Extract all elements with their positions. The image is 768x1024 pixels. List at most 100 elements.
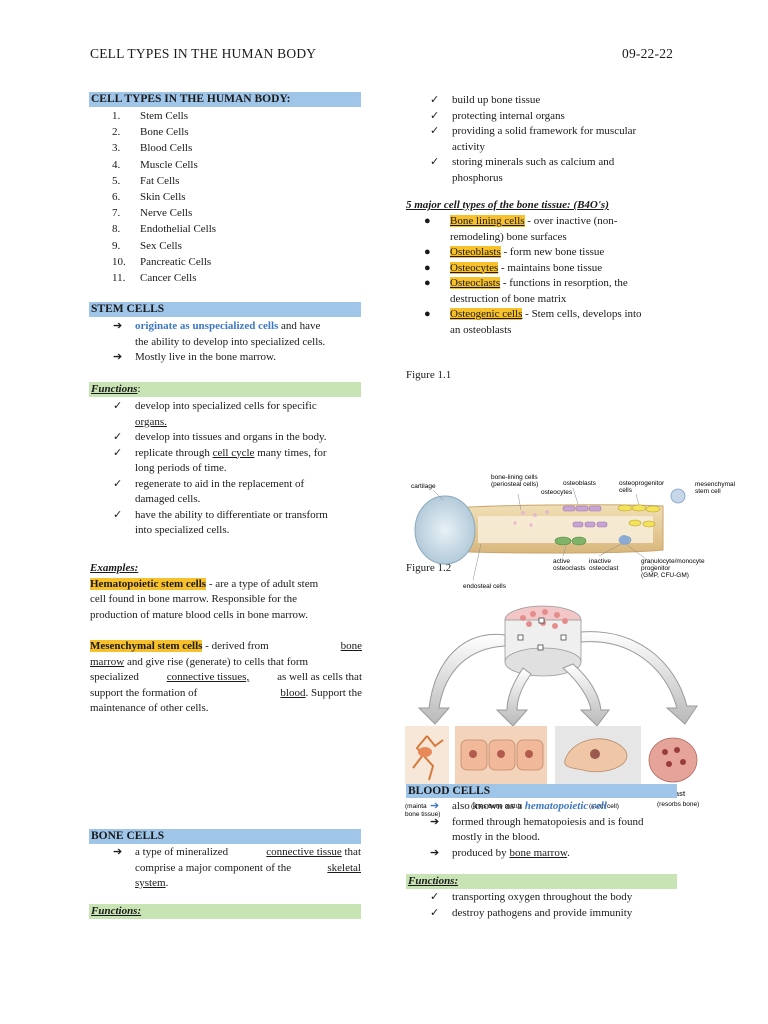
text-part: regenerate to aid in the replacement of — [135, 477, 305, 490]
stem-b2: Mostly live in the bone marrow. — [135, 351, 277, 363]
list-text: Osteoblasts - form new bone tissue — [450, 245, 680, 261]
blood-b3-u: bone marrow — [509, 846, 568, 859]
blood-b1a: also known as a — [452, 800, 525, 812]
figure-1-1-label: Figure 1.1 — [406, 369, 452, 381]
text-part: protecting internal organs — [452, 109, 565, 122]
text-part: build up bone tissue — [452, 94, 541, 106]
caption-bone-tissue: bone tissue) — [405, 811, 440, 818]
list-item: ✓ protecting internal organs — [430, 109, 678, 125]
msc-l4b: . Support the — [305, 686, 362, 699]
cell-types-heading-bar: CELL TYPES IN THE HUMAN BODY: — [89, 92, 361, 107]
curved-arrows — [417, 631, 698, 727]
functions-colon: : — [137, 383, 141, 395]
bone-cells-heading-bar: BONE CELLS — [89, 829, 361, 844]
bullet-icon: ● — [424, 261, 431, 274]
active-osteoclasts — [554, 536, 587, 546]
list-text: have the ability to differentiate or tra… — [135, 508, 361, 539]
msc-l1: - derived from — [202, 640, 269, 652]
bullet-icon: ● — [424, 308, 431, 320]
cartilage-shape — [414, 495, 476, 565]
granulocyte-cell-shape — [619, 535, 629, 545]
arrow-icon: ➔ — [113, 320, 123, 332]
list-text: protecting internal organs — [452, 109, 678, 125]
check-icon: ✓ — [430, 109, 440, 122]
list-item: 7.Nerve Cells — [112, 206, 352, 222]
label-endosteal: endosteal cells — [463, 583, 507, 590]
list-item: ✓transporting oxygen throughout the body — [430, 890, 678, 906]
msc-l2-u: marrow — [90, 655, 125, 668]
check-icon: ✓ — [113, 477, 123, 490]
label-progenitor: progenitor — [641, 565, 671, 572]
major-cell-types-list: ●Bone lining cells - over inactive (non-… — [424, 214, 680, 338]
list-number: 9. — [112, 239, 121, 252]
list-item: 1.Stem Cells — [112, 109, 352, 125]
list-number: 3. — [112, 142, 121, 155]
list-line: Osteoclasts - functions in resorption, t… — [450, 276, 680, 292]
list-number: 2. — [112, 126, 121, 139]
blood-b2b: mostly in the blood. — [452, 831, 540, 843]
bullet-icon: ● — [424, 277, 431, 289]
check-icon: ✓ — [430, 94, 440, 106]
blood-functions-list: ✓transporting oxygen throughout the body… — [430, 890, 678, 921]
list-item: 3. Blood Cells — [112, 141, 352, 157]
page-title: CELL TYPES IN THE HUMAN BODY — [90, 46, 317, 61]
list-label: Nerve Cells — [140, 207, 193, 220]
list-label: Pancreatic Cells — [140, 255, 212, 268]
page-date: 09-22-22 — [622, 46, 674, 61]
label-stem-cell: stem cell — [695, 488, 721, 495]
list-item: ✓have the ability to differentiate or tr… — [113, 508, 361, 539]
msc-l4a: support the formation of — [90, 686, 198, 699]
arrow-icon: ➔ — [430, 846, 440, 859]
arrow-icon: ➔ — [113, 351, 123, 363]
label-osteoblasts: osteoblasts — [563, 480, 597, 487]
list-item: 9.Sex Cells — [112, 239, 352, 255]
list-line: Osteocytes - maintains bone tissue — [450, 261, 680, 277]
label-gmp: (GMP, CFU-GM) — [641, 572, 689, 579]
list-label: Blood Cells — [140, 142, 193, 155]
bone-b3b: . — [165, 877, 169, 889]
list-item: ✓replicate through cell cycle many times… — [113, 446, 361, 477]
text-part: cell cycle — [212, 446, 255, 459]
blood-b2a: formed through hematopoiesis and is foun… — [452, 815, 644, 828]
check-icon: ✓ — [430, 156, 440, 168]
text-part: providing a solid framework for muscular — [452, 125, 637, 137]
list-item: ➔ also known as a hematopoietic cell — [430, 799, 678, 815]
bone-cells-bullets: ➔ a type of mineralized connective tissu… — [113, 845, 361, 892]
cell-panel-bone-lining — [455, 726, 547, 784]
bone-b2a: comprise a major component of the — [135, 861, 292, 874]
bone-functions-heading: Functions: — [91, 905, 142, 917]
stem-b1-cont: the ability to develop into specialized … — [135, 335, 326, 348]
bone-cell-term: Osteogenic cells — [450, 308, 523, 320]
stem-highlight: originate as unspecialized cells — [135, 320, 279, 332]
msc-l2: and give rise (generate) to cells that f… — [124, 655, 309, 668]
list-text: Osteocytes - maintains bone tissue — [450, 261, 680, 277]
major-heading-text: 5 major cell types of the bone tissue: (… — [406, 199, 609, 211]
list-item: ✓develop into tissues and organs in the … — [113, 430, 361, 446]
list-number: 4. — [112, 158, 121, 171]
bone-cell-term: Osteoblasts — [450, 246, 501, 258]
bone-b1-u: connective tissue — [266, 846, 342, 858]
list-item: ● Osteoclasts - functions in resorption, … — [424, 276, 680, 307]
bone-b3-u: system — [135, 877, 166, 889]
text-part: into specialized cells. — [135, 524, 230, 536]
osteoprogenitor-row — [617, 504, 661, 528]
bone-cell-desc-cont: destruction of bone matrix — [450, 292, 567, 305]
list-text: destroy pathogens and provide immunity — [452, 906, 633, 919]
major-heading: 5 major cell types of the bone tissue: (… — [406, 198, 609, 214]
blood-functions-heading: Functions: — [408, 875, 459, 887]
list-label: Muscle Cells — [140, 158, 198, 171]
stem-b1-rest: and have — [278, 320, 321, 332]
bone-cell-term: Bone lining cells — [450, 215, 525, 227]
list-text: develop into specialized cells for speci… — [135, 399, 361, 430]
list-text: develop into tissues and organs in the b… — [135, 430, 361, 446]
list-label: Stem Cells — [140, 110, 188, 122]
list-item: ➔ Mostly live in the bone marrow. — [113, 350, 361, 366]
hsc-text-b: cell found in bone marrow. Responsible f… — [90, 593, 298, 605]
label-osteoclasts: osteoclasts — [553, 565, 586, 572]
bone-cell-desc: - form new bone tissue — [500, 246, 605, 258]
list-text: Osteogenic cells - Stem cells, develops … — [450, 307, 680, 338]
check-icon: ✓ — [113, 400, 123, 412]
functions-heading-bar: Functions: — [89, 382, 361, 397]
